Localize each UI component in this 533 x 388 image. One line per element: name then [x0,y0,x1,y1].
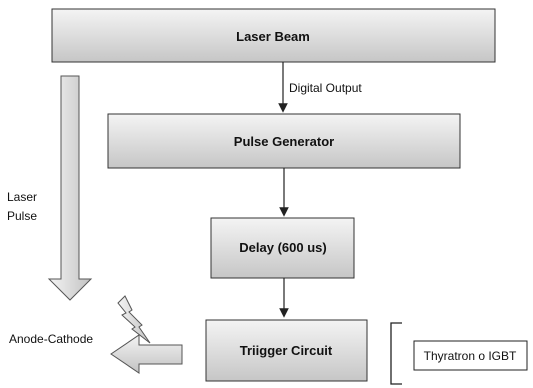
thyratron-igbt-label: Thyratron o IGBT [424,349,517,363]
laser-pulse-label-line2: Pulse [7,209,37,223]
laser-pulse-arrow [47,75,93,301]
delay-block: Delay (600 us) [210,217,355,279]
digital-output-label: Digital Output [289,81,362,95]
pulse-generator-block: Pulse Generator [107,113,461,169]
trigger-circuit-block: Triigger Circuit [205,319,368,382]
lightning-bolt-icon [117,295,151,344]
trigger-circuit-label: Triigger Circuit [240,343,333,358]
bracket [390,322,402,385]
thyratron-igbt-block: Thyratron o IGBT [413,340,528,371]
anode-cathode-label: Anode-Cathode [9,332,93,346]
anode-cathode-arrow [110,334,183,374]
laser-beam-block: Laser Beam [51,8,496,63]
pulse-generator-label: Pulse Generator [234,134,334,149]
laser-beam-label: Laser Beam [236,29,310,44]
delay-label: Delay (600 us) [239,240,326,255]
laser-pulse-label-line1: Laser [7,190,37,204]
